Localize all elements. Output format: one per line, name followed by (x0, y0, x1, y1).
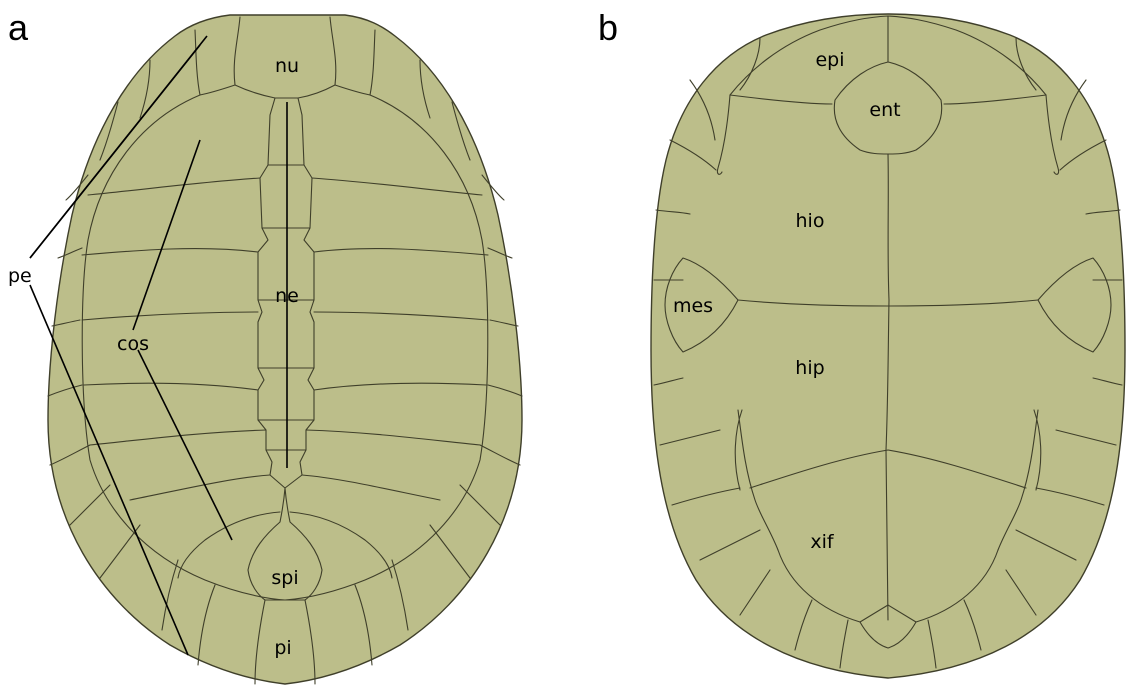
label-ent: ent (869, 99, 900, 121)
label-nu: nu (275, 55, 299, 77)
label-pi: pi (274, 637, 291, 659)
carapace-diagram: a nu ne cos spi pi pe (8, 7, 522, 684)
label-cos: cos (117, 333, 149, 355)
label-hip: hip (795, 357, 824, 379)
label-xif: xif (810, 531, 835, 553)
panel-letter-b: b (598, 7, 618, 48)
panel-letter-a: a (8, 7, 29, 48)
label-mes: mes (673, 295, 713, 317)
label-ne: ne (275, 285, 299, 307)
label-pe: pe (8, 265, 32, 287)
plastron-diagram: b epi ent hio mes hip xif (598, 7, 1125, 678)
label-spi: spi (271, 567, 298, 589)
label-epi: epi (815, 49, 844, 71)
label-hio: hio (796, 210, 825, 232)
